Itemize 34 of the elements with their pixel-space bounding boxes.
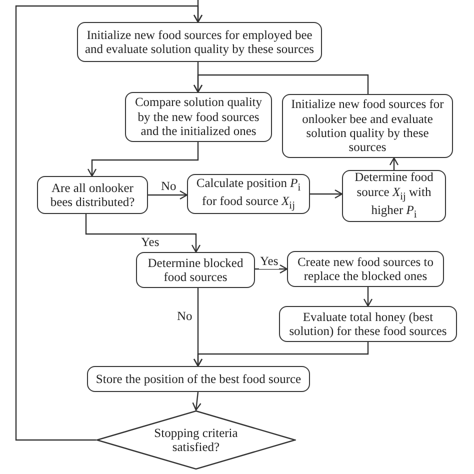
process-box: [125, 92, 272, 142]
process-box: [342, 170, 446, 222]
edge-label: Yes: [259, 255, 280, 269]
node-text: Compare solution quality by the new food sources and the initialized ones: [134, 95, 264, 139]
arrow: [15, 5, 203, 441]
decision-box: [37, 176, 148, 214]
process-box: [77, 22, 322, 62]
arrow: [85, 214, 201, 253]
process-box: [87, 366, 310, 392]
arrow: [148, 190, 188, 200]
node-text: Initialize new food sources for employed bee and evaluate solution quality by these sources: [84, 28, 316, 56]
arrow: [87, 142, 199, 177]
process-box: [287, 251, 444, 287]
arrow: [363, 287, 373, 307]
decision-diamond: [96, 410, 296, 470]
node-text: Store the position of the best food source: [96, 372, 302, 386]
process-box: [187, 174, 310, 214]
arrow: [255, 264, 288, 274]
node-text: Determine food source X$_{ij}$ with higher P$_{i}$: [354, 170, 434, 222]
process-box: [282, 94, 453, 158]
arrow: [389, 157, 399, 170]
node-text: Evaluate total honey (best solution) for these food sources: [288, 310, 448, 338]
process-box: [279, 306, 457, 342]
node-text: Create new food sources to replace the blocked ones: [296, 254, 435, 284]
node-text: Calculate position P$_{i}$ for food source X$_{ij}$: [195, 176, 302, 212]
arrow: [193, 342, 369, 367]
node-text: Are all onlooker bees distributed?: [49, 180, 136, 210]
node-text: Determine blocked food sources: [146, 256, 244, 284]
node-text: Stopping criteria satisfied?: [153, 426, 239, 454]
arrow: [193, 74, 369, 94]
arrow: [310, 189, 343, 199]
process-box: [136, 252, 255, 288]
arrow: [192, 392, 202, 411]
node-text: Initialize new food sources for onlooker bee and evaluate solution quality by these sources: [290, 97, 445, 155]
